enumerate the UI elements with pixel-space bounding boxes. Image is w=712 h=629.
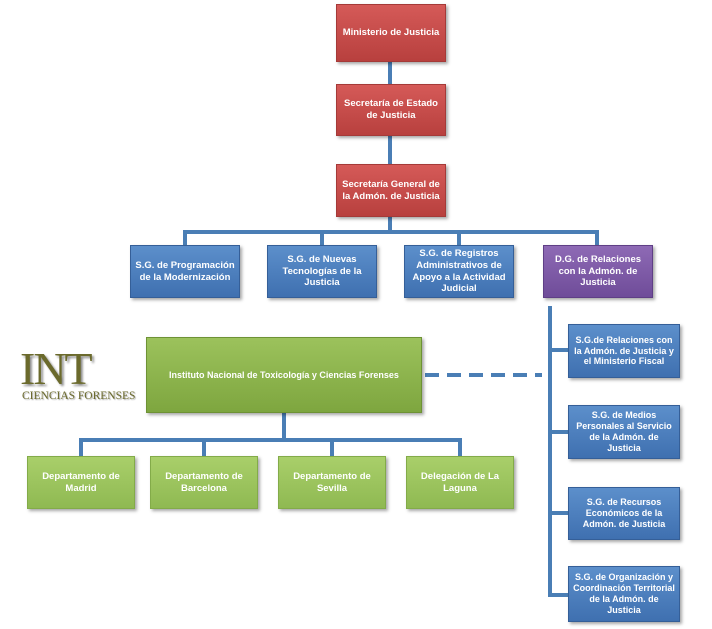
node-sg-recursos-economicos: S.G. de Recursos Económicos de la Admón.… xyxy=(568,487,680,540)
logo-subtitle: CIENCIAS FORENSES xyxy=(22,390,136,402)
logo-letters: INT xyxy=(20,343,93,394)
node-sg-relaciones-fiscal: S.G.de Relaciones con la Admón. de Justi… xyxy=(568,324,680,378)
node-label: Departamento de Madrid xyxy=(42,470,120,494)
node-label: Secretaría General de la Admón. de Justi… xyxy=(342,178,440,202)
node-dep-sevilla: Departamento de Sevilla xyxy=(278,456,386,509)
node-label: S.G. de Organización y Coordinación Terr… xyxy=(573,572,675,615)
node-label: Delegación de La Laguna xyxy=(420,470,500,494)
node-label: Departamento de Barcelona xyxy=(165,470,243,494)
node-dg-relaciones: D.G. de Relaciones con la Admón. de Just… xyxy=(543,245,653,298)
node-sg-registros: S.G. de Registros Administrativos de Apo… xyxy=(404,245,514,298)
int-logo: INT CIENCIAS FORENSES xyxy=(20,344,142,412)
node-instituto: Instituto Nacional de Toxicología y Cien… xyxy=(146,337,422,413)
node-label: D.G. de Relaciones con la Admón. de Just… xyxy=(554,254,642,289)
node-sg-medios-personales: S.G. de Medios Personales al Servicio de… xyxy=(568,405,680,459)
node-sg-nuevas-tecnologias: S.G. de Nuevas Tecnologías de la Justici… xyxy=(267,245,377,298)
node-label: Secretaría de Estado de Justicia xyxy=(344,98,438,121)
node-delegacion-laguna: Delegación de La Laguna xyxy=(406,456,514,509)
node-sg-organizacion: S.G. de Organización y Coordinación Terr… xyxy=(568,566,680,622)
node-secretaria-estado: Secretaría de Estado de Justicia xyxy=(336,84,446,136)
node-label: S.G. de Programación de la Modernización xyxy=(135,259,235,283)
node-label: S.G. de Medios Personales al Servicio de… xyxy=(576,410,672,453)
node-label: Ministerio de Justicia xyxy=(342,27,440,39)
node-ministerio-justicia: Ministerio de Justicia xyxy=(336,4,446,62)
node-label: S.G. de Nuevas Tecnologías de la Justici… xyxy=(282,254,362,289)
node-label: S.G. de Registros Administrativos de Apo… xyxy=(412,248,506,295)
node-sg-programacion: S.G. de Programación de la Modernización xyxy=(130,245,240,298)
node-dep-barcelona: Departamento de Barcelona xyxy=(150,456,258,509)
node-label: Departamento de Sevilla xyxy=(293,470,371,494)
node-secretaria-general: Secretaría General de la Admón. de Justi… xyxy=(336,164,446,217)
node-label: S.G. de Recursos Económicos de la Admón.… xyxy=(582,497,666,529)
node-label: S.G.de Relaciones con la Admón. de Justi… xyxy=(574,334,674,367)
node-label: Instituto Nacional de Toxicología y Cien… xyxy=(169,369,399,380)
node-dep-madrid: Departamento de Madrid xyxy=(27,456,135,509)
